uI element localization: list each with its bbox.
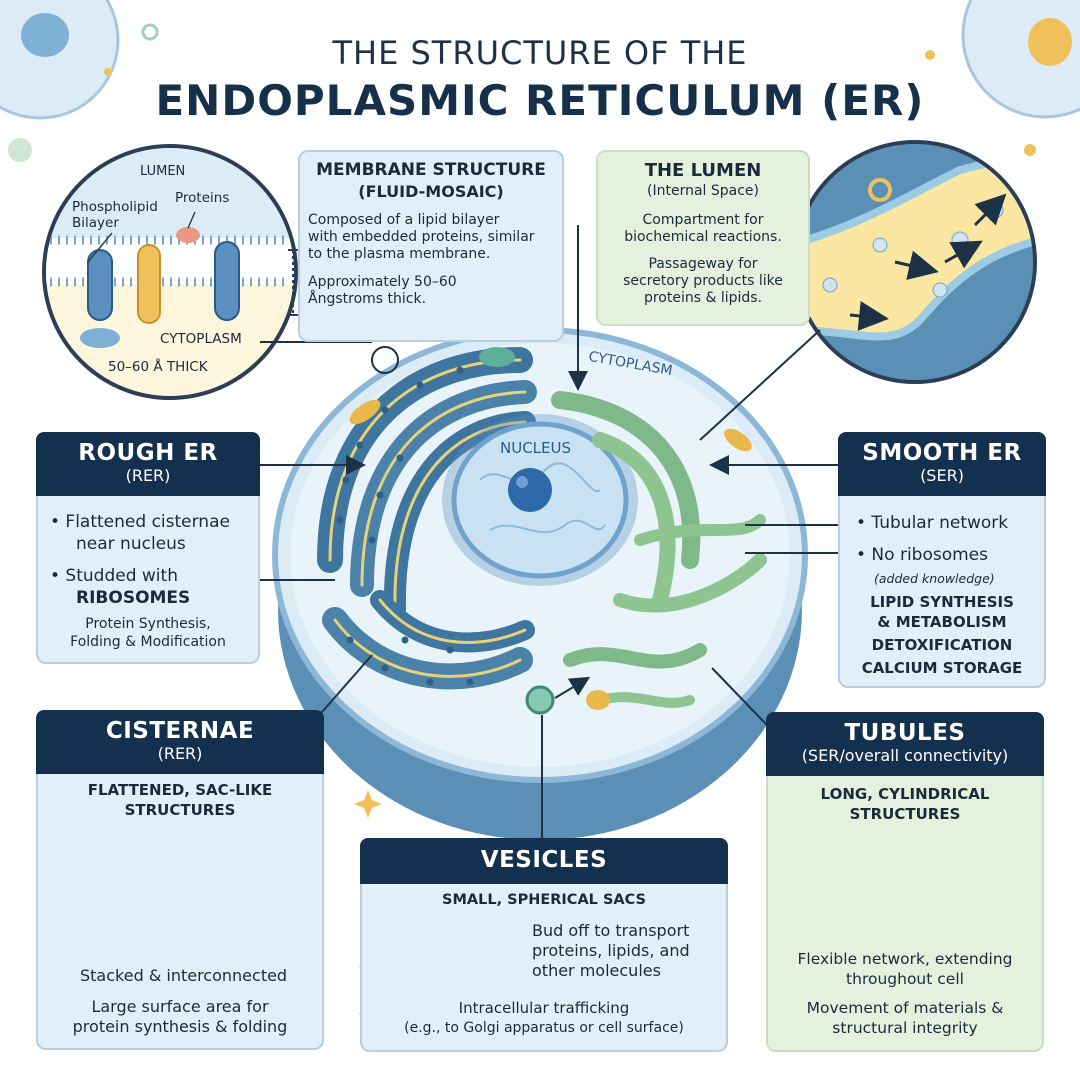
vesicles-header: VESICLES — [360, 838, 728, 884]
decor-dot — [1024, 144, 1036, 156]
membrane-inset — [42, 144, 298, 400]
tubules-desc-1: LONG, CYLINDRICAL — [820, 785, 990, 803]
smooth-er-function-4: CALCIUM STORAGE — [861, 659, 1023, 677]
lumen-body-line-3: Passageway for — [648, 256, 758, 272]
rough-er-ribosomes: RIBOSOMES — [76, 588, 191, 608]
lumen-subtitle: (Internal Space) — [647, 183, 759, 199]
lumen-body-line-1: Compartment for — [642, 212, 764, 228]
thickness-label: 50–60 Å THICK — [108, 359, 208, 375]
smooth-er-bullet-1: • Tubular network — [856, 513, 1009, 533]
rough-er-title: ROUGH ER — [78, 440, 218, 466]
smooth-er-header: SMOOTH ER (SER) — [838, 432, 1046, 496]
membrane-structure-subtitle: (FLUID-MOSAIC) — [358, 182, 504, 201]
smooth-er-subtitle: (SER) — [920, 466, 964, 485]
tubules-header: TUBULES (SER/overall connectivity) — [766, 712, 1044, 776]
lumen-title: THE LUMEN — [644, 160, 762, 181]
bilayer-label: Bilayer — [72, 215, 119, 231]
cisternae-desc-2: STRUCTURES — [124, 801, 236, 819]
nucleus-label: NUCLEUS — [500, 439, 572, 457]
lumen-body-line-5: proteins & lipids. — [643, 290, 763, 306]
decor-dot — [8, 138, 32, 162]
rough-er-function-1: Protein Synthesis, — [85, 616, 211, 632]
smooth-er-function-2: & METABOLISM — [877, 613, 1007, 631]
rough-er-bullet-1-cont: near nucleus — [76, 534, 186, 554]
cell-illustration — [272, 327, 808, 840]
membrane-body-line-3: to the plasma membrane. — [308, 246, 491, 262]
tubules-desc-2: STRUCTURES — [849, 805, 961, 823]
sparkle-icon — [354, 790, 382, 818]
cisternae-header: CISTERNAE (RER) — [36, 710, 324, 774]
vesicles-bud-3: other molecules — [532, 961, 661, 980]
membrane-thick-line-2: Ångstroms thick. — [308, 291, 427, 307]
lumen-panel — [596, 150, 810, 326]
cisternae-subtitle: (RER) — [157, 744, 203, 763]
membrane-body-line-1: Composed of a lipid bilayer — [308, 212, 500, 228]
vesicles-desc: SMALL, SPHERICAL SACS — [442, 892, 646, 908]
tubules-move-1: Movement of materials & — [806, 999, 1004, 1017]
rough-er-function-2: Folding & Modification — [70, 634, 226, 650]
ribosome-dots — [336, 366, 474, 686]
smooth-er-function-1: LIPID SYNTHESIS — [870, 593, 1014, 611]
membrane-structure-title: MEMBRANE STRUCTURE — [316, 160, 546, 180]
tubules-flex-2: throughout cell — [846, 970, 964, 988]
lumen-inset — [793, 140, 1037, 384]
proteins-label: Proteins — [175, 190, 230, 206]
decor-dot — [141, 23, 159, 41]
lumen-inset-label: LUMEN — [140, 164, 186, 179]
cytoplasm-inset-label: CYTOPLASM — [160, 331, 242, 347]
membrane-body-line-2: with embedded proteins, similar — [308, 229, 535, 245]
vesicles-bud-1: Bud off to transport — [532, 921, 690, 940]
membrane-thick-line-1: Approximately 50–60 — [308, 274, 457, 290]
rough-er-stacks — [317, 347, 537, 690]
cisternae-surface-1: Large surface area for — [91, 997, 269, 1016]
decor-dot — [925, 50, 935, 60]
rough-er-bullet-2: • Studded with — [50, 566, 178, 586]
tubules-flex-1: Flexible network, extending — [797, 950, 1013, 968]
vesicles-title: VESICLES — [480, 847, 608, 873]
cisternae-title: CISTERNAE — [105, 718, 255, 744]
corner-cell-top-left — [0, 0, 120, 120]
membrane-structure-panel — [298, 150, 564, 342]
lumen-body-line-2: biochemical reactions. — [624, 229, 782, 245]
vesicles-bud-2: proteins, lipids, and — [532, 941, 690, 960]
connector-lines — [218, 225, 860, 840]
tubules-move-2: structural integrity — [832, 1019, 978, 1037]
corner-cell-top-right — [961, 0, 1080, 119]
tubules-title: TUBULES — [844, 720, 966, 746]
rough-er-subtitle: (RER) — [125, 466, 171, 485]
title-line-1: THE STRUCTURE OF THE — [332, 34, 748, 72]
rough-er-bullet-1: • Flattened cisternae — [50, 512, 230, 532]
smooth-er-title: SMOOTH ER — [862, 440, 1022, 466]
cisternae-desc-1: FLATTENED, SAC-LIKE — [87, 781, 273, 799]
lumen-body-line-4: secretory products like — [623, 273, 783, 289]
cisternae-surface-2: protein synthesis & folding — [72, 1017, 288, 1036]
smooth-er-bullet-2: • No ribosomes — [856, 545, 988, 565]
smooth-er-note: (added knowledge) — [874, 571, 995, 586]
tubules-subtitle: (SER/overall connectivity) — [801, 746, 1009, 765]
vesicles-traffic-1: Intracellular trafficking — [458, 999, 630, 1017]
vesicles-traffic-2: (e.g., to Golgi apparatus or cell surfac… — [404, 1020, 684, 1036]
smooth-er-function-3: DETOXIFICATION — [871, 636, 1013, 654]
cisternae-stacked: Stacked & interconnected — [80, 966, 288, 985]
decor-dot — [104, 68, 112, 76]
rough-er-header: ROUGH ER (RER) — [36, 432, 260, 496]
title-line-2: ENDOPLASMIC RETICULUM (ER) — [155, 76, 925, 125]
phospholipid-label: Phospholipid — [72, 199, 158, 215]
